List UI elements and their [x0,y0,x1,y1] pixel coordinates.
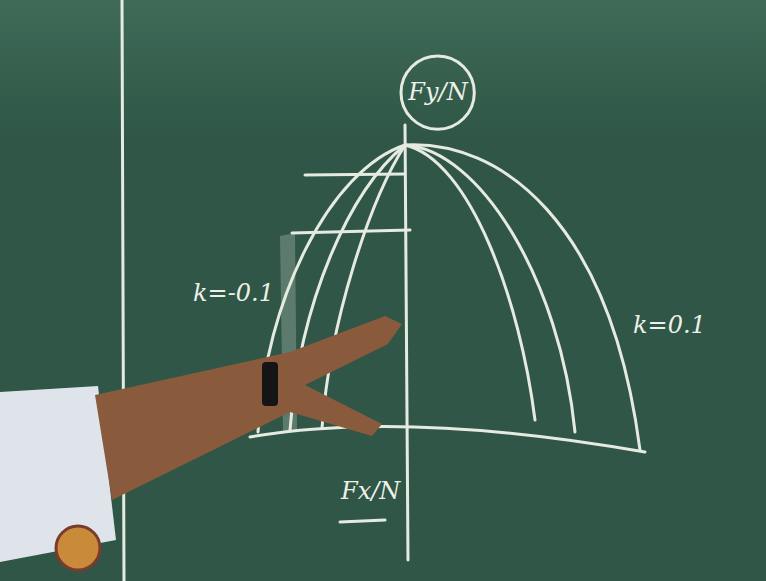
chalk-label: k=0.1 [630,312,709,340]
inner-curve [322,145,405,428]
watch [262,362,278,406]
underline [340,520,385,522]
circled-label: Fy/N [399,54,476,131]
logo-emblem [56,526,100,570]
fx-baseline [250,426,645,452]
inner-curve [405,145,575,432]
chalk-label: Fx/N [338,478,403,506]
chalk-label: k=-0.1 [190,280,277,308]
fy-axis [405,125,408,560]
pointing-arm [95,316,402,500]
axis-label: Fy/N [408,79,467,107]
inner-curve [405,145,535,420]
board-sheen [0,0,766,140]
level-line [292,230,410,233]
chalk-circle-outline [401,56,474,129]
level-line [305,174,405,175]
